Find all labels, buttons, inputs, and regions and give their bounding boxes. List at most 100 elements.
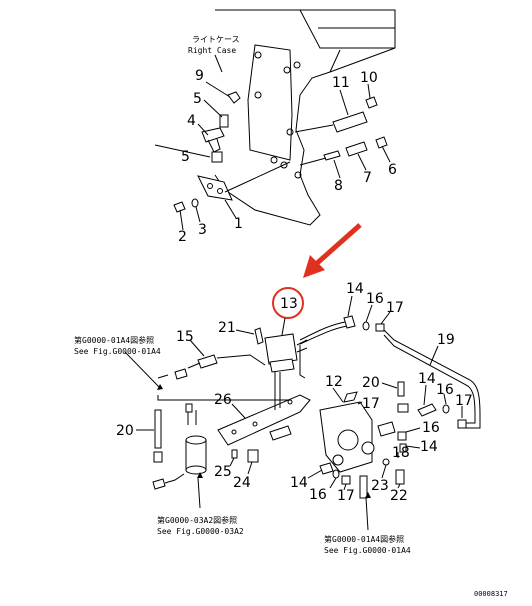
part-17-fitting xyxy=(457,419,467,429)
leader-line xyxy=(294,124,334,133)
leader-line xyxy=(307,469,323,479)
fitting xyxy=(152,478,166,490)
valve-fitting xyxy=(343,391,358,403)
leader-line xyxy=(329,477,337,489)
leader-line xyxy=(381,145,391,163)
valve-port xyxy=(337,429,359,451)
ref-b-en: See Fig.G0000-03A2 xyxy=(157,527,244,536)
arrow-shaft xyxy=(313,223,362,267)
part-13-solenoid-valve xyxy=(264,333,298,365)
right-case-label-en: Right Case xyxy=(188,46,236,55)
callout-8: 8 xyxy=(334,178,343,194)
fitting xyxy=(153,451,163,463)
leader-line xyxy=(154,144,211,158)
part-24-bolt xyxy=(247,449,259,463)
leader-line xyxy=(235,329,255,335)
ref-a-en: See Fig.G0000-01A4 xyxy=(74,347,161,356)
arrow-head xyxy=(303,255,325,278)
leader-line xyxy=(197,123,209,136)
part-15-adapter xyxy=(197,354,218,369)
callout-14-bottom: 14 xyxy=(290,475,308,491)
solenoid-wire xyxy=(296,339,308,353)
case-hole xyxy=(294,171,302,179)
part-19-hose xyxy=(383,329,481,429)
part-16-nut xyxy=(332,469,340,479)
bracket-hole xyxy=(287,399,293,405)
part-26-bracket xyxy=(217,394,311,446)
callout-12: 12 xyxy=(325,374,343,390)
leader-line xyxy=(343,483,347,491)
part-16-nut xyxy=(442,404,450,414)
leader-line xyxy=(224,161,291,193)
right-case-top-edge xyxy=(299,9,395,73)
leader-line xyxy=(339,89,349,116)
callout-7: 7 xyxy=(363,170,372,186)
part-22-bolt xyxy=(395,469,405,485)
callout-4: 4 xyxy=(187,113,196,129)
part-7-switch xyxy=(345,141,368,157)
right-case-inner-panel xyxy=(247,44,293,161)
arrowhead xyxy=(157,384,163,390)
case-hole xyxy=(270,156,278,164)
leader-line xyxy=(380,311,391,325)
leader-line xyxy=(224,199,237,219)
part-14-elbow xyxy=(417,403,437,417)
part-17-fitting xyxy=(341,475,351,485)
callout-6: 6 xyxy=(388,162,397,178)
leader-line xyxy=(214,54,223,73)
part-17-fitting xyxy=(375,323,385,332)
leader-line xyxy=(381,464,387,479)
part-14-elbow xyxy=(343,315,356,329)
part-9-elbow xyxy=(227,91,241,104)
part-11-sensor xyxy=(332,111,368,133)
leader-line xyxy=(443,393,447,405)
callout-2: 2 xyxy=(178,229,187,245)
drawing-id: 00008317 xyxy=(474,590,508,598)
callout-17-right: 17 xyxy=(455,393,473,409)
callout-16-midright: 16 xyxy=(422,420,440,436)
part-16-nut xyxy=(397,431,407,441)
support-rod xyxy=(274,372,281,410)
callout-23: 23 xyxy=(371,478,389,494)
pipe xyxy=(216,354,266,366)
arrowhead xyxy=(365,492,371,498)
part-25-washer xyxy=(231,449,238,459)
bracket-hole xyxy=(217,188,223,194)
leader-line xyxy=(347,295,353,317)
callout-5-lower: 5 xyxy=(181,149,190,165)
highlight-circle-13 xyxy=(272,287,304,319)
part-23-washer xyxy=(382,458,390,466)
leader-line xyxy=(281,317,286,336)
callout-18: 18 xyxy=(392,445,410,461)
leader-line xyxy=(247,461,253,475)
leader-line xyxy=(179,209,184,231)
hose xyxy=(299,325,348,345)
leader-line xyxy=(367,83,371,99)
solenoid-pipe xyxy=(299,345,306,379)
ref-c-jp: 第G0000-01A4図参照 xyxy=(324,534,404,544)
pipe xyxy=(157,395,310,401)
part-10-fitting xyxy=(365,96,378,109)
leader-line xyxy=(332,387,344,403)
pipe xyxy=(164,473,185,484)
valve-port xyxy=(332,454,344,466)
pipe-stub xyxy=(359,475,368,499)
leader-line xyxy=(229,457,235,467)
callout-15: 15 xyxy=(176,329,194,345)
callout-10: 10 xyxy=(360,70,378,86)
callout-14-midright: 14 xyxy=(420,439,438,455)
bracket-hole xyxy=(252,421,258,427)
arrowhead xyxy=(197,472,203,478)
part-14-elbow xyxy=(319,462,334,475)
part-14-elbow xyxy=(399,443,407,453)
solenoid-base xyxy=(269,358,295,373)
part-5-fitting xyxy=(219,114,229,128)
leader-line xyxy=(397,483,401,489)
fitting-block xyxy=(377,421,396,437)
leader-line xyxy=(231,403,246,419)
leader-line xyxy=(124,351,161,389)
right-case-outline xyxy=(214,9,396,226)
fitting xyxy=(174,368,188,380)
connector xyxy=(185,403,193,413)
case-hole xyxy=(280,161,288,169)
